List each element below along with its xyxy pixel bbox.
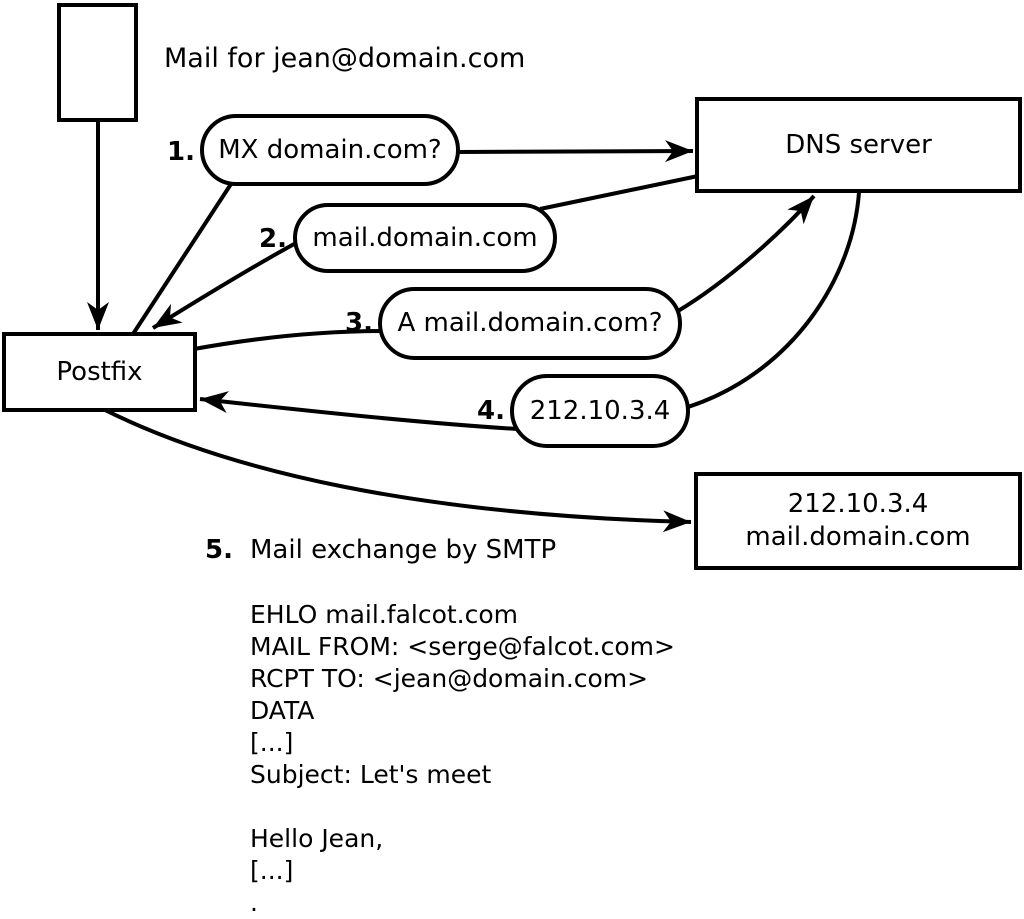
arrow-reply2-to-postfix (151, 241, 297, 330)
arrow-query3-to-dns (676, 194, 816, 313)
arrow-reply4-to-postfix (199, 391, 518, 431)
postfix-node: Postfix (2, 332, 197, 412)
step4-number: 4. (477, 396, 505, 426)
arrow-query1-to-dns (455, 140, 694, 163)
step2-reply-label: mail.domain.com (312, 222, 538, 253)
mail-note: Mail for jean@domain.com (164, 43, 526, 74)
step4-reply-label: 212.10.3.4 (529, 395, 671, 426)
step1-query-label: MX domain.com? (218, 134, 442, 165)
dns-server-node: DNS server (695, 97, 1022, 193)
postfix-label: Postfix (56, 356, 143, 387)
step5-label: Mail exchange by SMTP (250, 535, 557, 565)
step2-number: 2. (259, 224, 287, 254)
smtp-session-transcript: EHLO mail.falcot.com MAIL FROM: <serge@f… (250, 600, 675, 917)
step4-reply-bubble: 212.10.3.4 (510, 374, 690, 448)
step3-query-bubble: A mail.domain.com? (378, 287, 682, 360)
step2-reply-bubble: mail.domain.com (293, 203, 557, 273)
step1-query-bubble: MX domain.com? (200, 114, 460, 186)
edge-dns-to-reply4 (687, 191, 861, 409)
step1-number: 1. (167, 137, 195, 167)
edge-postfix-to-query3 (193, 329, 384, 351)
step5-number: 5. (205, 535, 233, 565)
edge-postfix-to-query1 (131, 182, 233, 336)
step3-query-label: A mail.domain.com? (397, 308, 663, 338)
arrow-postfix-to-mailserver (104, 408, 692, 533)
mailserver-ip: 212.10.3.4 (787, 489, 929, 519)
mail-message-box (57, 3, 138, 122)
edge-dns-to-reply2 (539, 174, 699, 211)
mailserver-node: 212.10.3.4 mail.domain.com (694, 472, 1022, 570)
dns-server-label: DNS server (785, 129, 932, 160)
mailserver-hostname: mail.domain.com (745, 522, 971, 552)
step3-number: 3. (345, 308, 373, 338)
